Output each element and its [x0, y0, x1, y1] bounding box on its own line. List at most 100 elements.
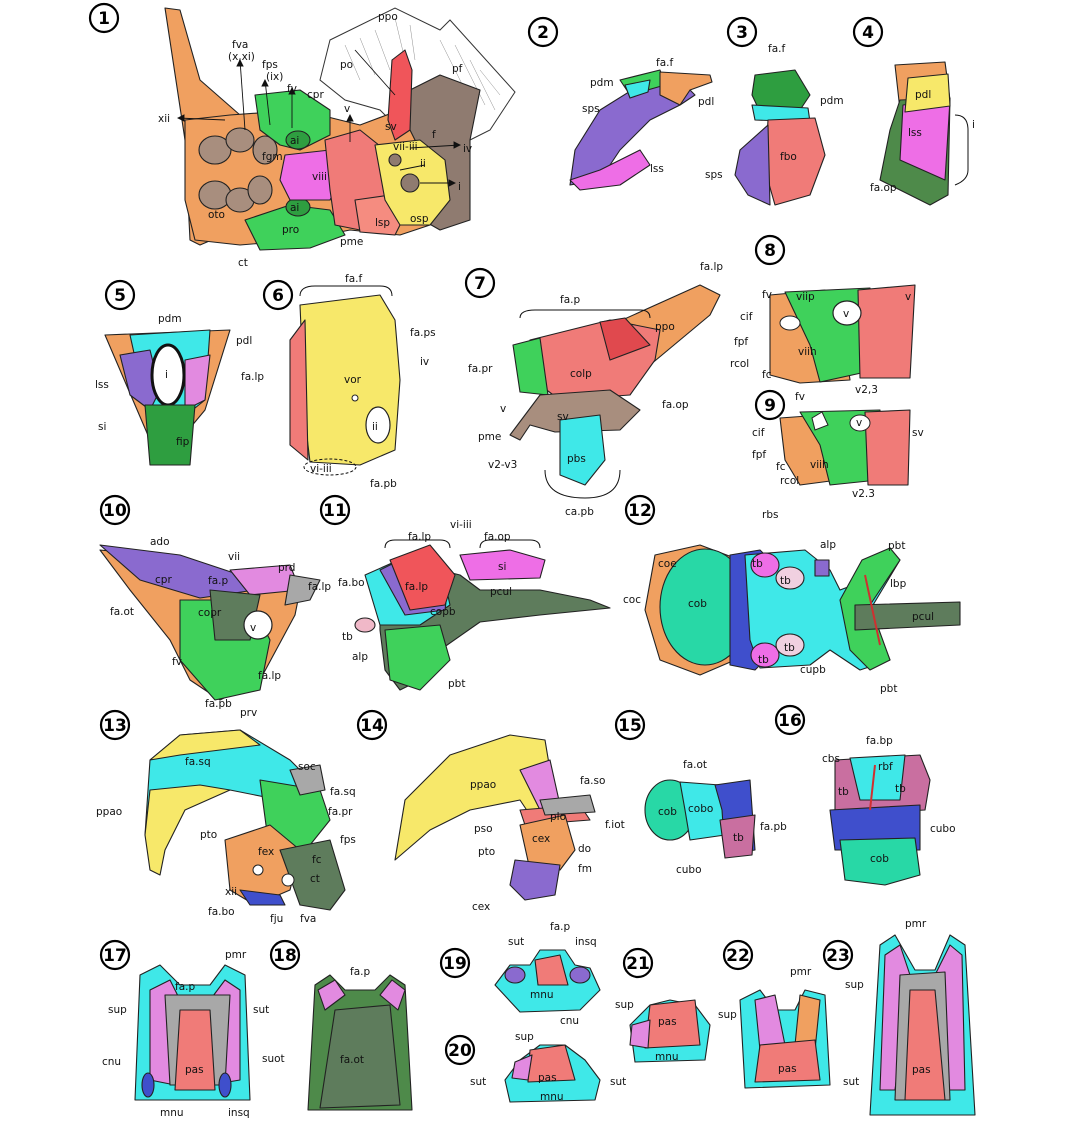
anatomical-label: sut — [610, 1076, 626, 1088]
anatomical-label: fa.p — [350, 966, 370, 978]
bone-region — [289, 764, 326, 796]
anatomical-label: fv — [172, 656, 182, 668]
bone-region — [104, 279, 136, 311]
anatomical-label: lss — [908, 127, 922, 139]
anatomical-label: tb — [758, 654, 769, 666]
anatomical-label: tb — [784, 642, 795, 654]
anatomical-label: sv — [912, 427, 924, 439]
figure-number-circle — [88, 2, 120, 34]
anatomical-label: f.iot — [605, 819, 625, 831]
anatomical-label: fa.lp — [258, 670, 281, 682]
anatomical-label: si — [498, 561, 506, 573]
bone-region — [527, 16, 559, 48]
anatomical-label: cbs — [822, 753, 840, 765]
bone-region — [622, 947, 654, 979]
bone-region — [384, 539, 451, 549]
anatomical-label: oto — [208, 209, 225, 221]
anatomical-label: fa.sq — [330, 786, 356, 798]
anatomical-label: cob — [688, 598, 707, 610]
anatomical-label: coe — [658, 558, 677, 570]
anatomical-label: fip — [176, 436, 190, 448]
anatomical-label: ai — [290, 135, 299, 147]
anatomical-label: fa.ps — [410, 327, 436, 339]
figure-19: 19 fa.p sut insq mnu cnu — [439, 921, 601, 1027]
bone-region — [174, 1009, 216, 1091]
bone-region — [832, 300, 862, 326]
figure-number: 12 — [628, 501, 652, 521]
anatomical-label: fm — [578, 863, 592, 875]
anatomical-label: mnu — [655, 1051, 679, 1063]
bone-region — [99, 939, 131, 971]
anatomical-label: vor — [344, 374, 362, 386]
bone-region — [379, 979, 406, 1011]
figure-number: 1 — [98, 9, 110, 29]
anatomical-label: fva — [300, 913, 316, 925]
figure-16: 16 fa.bp cbs rbf tb tb cubo cob — [774, 704, 956, 886]
bone-region — [750, 642, 780, 668]
bone-region — [284, 574, 321, 606]
bone-region — [774, 704, 806, 736]
bone-region — [224, 824, 301, 906]
anatomical-label: pdl — [915, 89, 931, 101]
anatomical-label: cobo — [688, 803, 713, 815]
anatomical-label: rbf — [878, 761, 893, 773]
ii-foramen — [400, 173, 420, 193]
anatomical-label: rbs — [762, 509, 778, 521]
anatomical-label: fa.pb — [760, 821, 787, 833]
anatomical-label: fa.lp — [308, 581, 331, 593]
figure-20: 20 sup sut pas sut mnu — [444, 1031, 626, 1103]
bone-region — [624, 79, 651, 99]
bone-region — [99, 494, 131, 526]
bone-region — [719, 814, 756, 859]
anatomical-label: pme — [340, 236, 363, 248]
anatomical-label: sut — [470, 1076, 486, 1088]
anatomical-label: pas — [658, 1016, 677, 1028]
anatomical-label: plo — [550, 811, 566, 823]
anatomical-label: fv — [795, 391, 805, 403]
bone-region — [346, 113, 354, 122]
anatomical-label: ii — [420, 158, 426, 170]
anatomical-label: iv — [463, 143, 472, 155]
bone-region — [459, 549, 546, 581]
figure-7: 7 fa.lp fa.p ppo fa.pr colp fa.op v sv p… — [464, 261, 723, 518]
anatomical-label: sup — [845, 979, 864, 991]
figure-number: 19 — [443, 954, 467, 974]
bone-region — [409, 144, 461, 149]
bone-region — [569, 149, 651, 191]
bone-region — [754, 234, 786, 266]
anatomical-label: sps — [582, 103, 600, 115]
anatomical-label: lss — [95, 379, 109, 391]
bone-region — [344, 17, 501, 111]
anatomical-label: pbt — [880, 683, 897, 695]
bone-region — [544, 469, 621, 499]
pro-green-top — [254, 89, 331, 151]
anatomical-label: osp — [410, 213, 429, 225]
bone-region — [839, 837, 921, 886]
anatomical-label: v — [500, 403, 506, 415]
bone-region — [384, 624, 451, 691]
anatomical-label: v — [905, 291, 911, 303]
bone-region — [319, 1004, 401, 1109]
anatomical-label: sps — [705, 169, 723, 181]
bone-region — [811, 411, 829, 431]
bone-region — [119, 349, 161, 411]
bone-region — [775, 566, 805, 590]
figure-14: 14 ppao fa.so pso plo f.iot pto cex do f… — [356, 709, 625, 913]
bone-region — [264, 79, 271, 126]
anatomical-label: fpf — [752, 449, 766, 461]
bone-region — [150, 343, 186, 407]
figure-21: 21 sup pas mnu — [615, 947, 711, 1063]
anatomical-label: pto — [200, 829, 217, 841]
anatomical-label: cubo — [676, 864, 702, 876]
bone-region — [511, 1054, 533, 1081]
bone-region — [534, 954, 569, 986]
fig1-labels: ppo fva (x,xi) fps (ix) fv cpr po pf xii… — [158, 11, 472, 269]
anatomical-label: colp — [570, 368, 592, 380]
figure-number: 21 — [626, 954, 650, 974]
anatomical-label: mnu — [540, 1091, 564, 1103]
anatomical-label: vi-iii — [310, 463, 332, 475]
anatomical-label: fju — [270, 913, 283, 925]
pf-hatching — [344, 17, 501, 111]
anatomical-label: fps — [340, 834, 356, 846]
anatomical-label: fa.pb — [370, 478, 397, 490]
